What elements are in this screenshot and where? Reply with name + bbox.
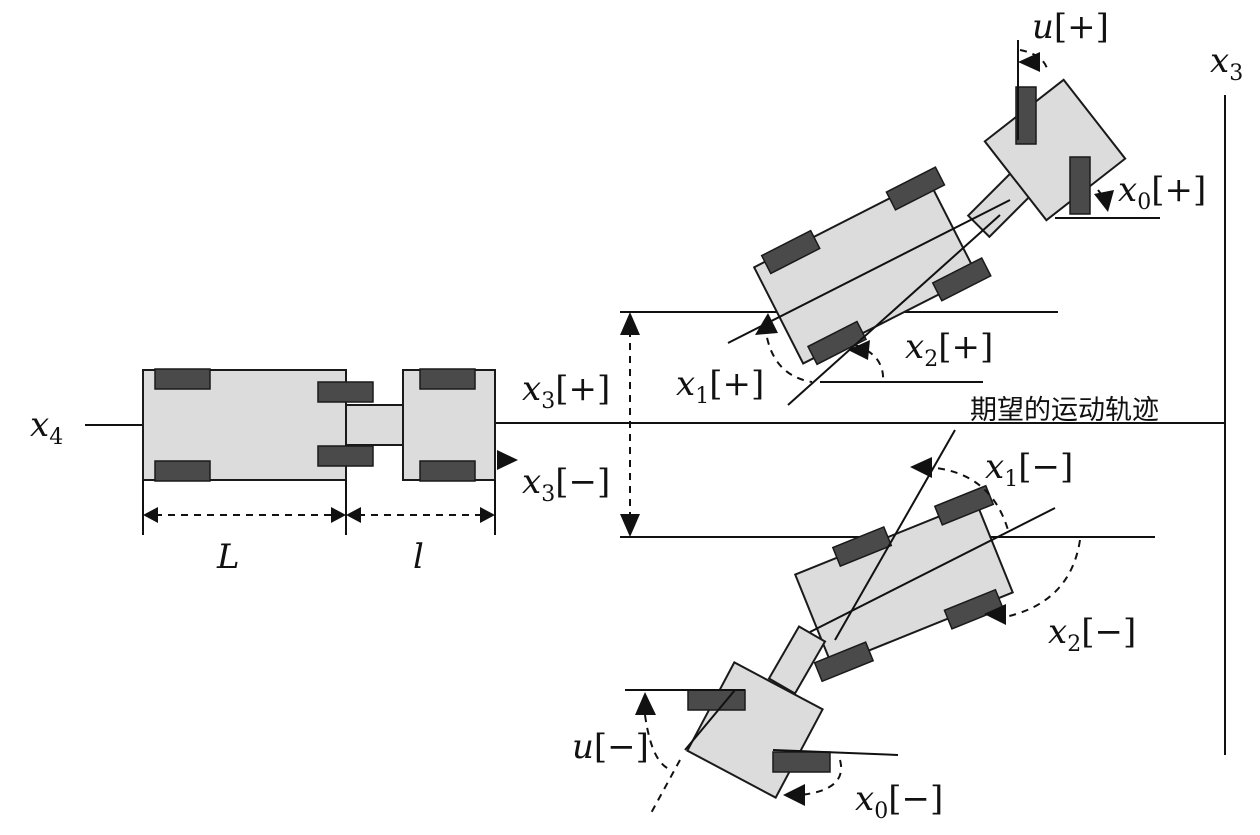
- vehicle-positive: [727, 40, 1160, 406]
- wheel: [806, 320, 868, 366]
- label-x0-plus: x0[+]: [1118, 170, 1207, 215]
- label-x1-plus: x1[+]: [676, 364, 765, 409]
- wheel: [317, 445, 374, 467]
- wheel: [943, 588, 1004, 630]
- wheel: [154, 368, 211, 390]
- label-x2-minus: x2[−]: [1048, 612, 1137, 657]
- articulation-joint: [345, 404, 405, 446]
- wheel: [317, 381, 374, 403]
- wheel: [687, 689, 746, 711]
- wheel: [931, 256, 992, 302]
- label-x1-minus: x1[−]: [985, 447, 1074, 492]
- wheel: [419, 368, 476, 390]
- label-u-plus: u[+]: [1032, 7, 1109, 47]
- wheel: [1069, 156, 1091, 215]
- direction-arrow: [497, 450, 518, 470]
- wheel: [772, 751, 831, 773]
- dimension-lines: [142, 480, 496, 535]
- label-x3-axis: x3: [1210, 41, 1244, 86]
- wheel: [831, 525, 893, 568]
- wheel: [885, 166, 946, 211]
- label-x4: x4: [30, 405, 64, 450]
- label-u-minus: u[−]: [572, 727, 649, 767]
- vehicle-negative: [625, 429, 1081, 816]
- label-L: L: [217, 537, 240, 577]
- wheel: [760, 229, 821, 275]
- wheel: [154, 460, 211, 482]
- wheel: [933, 484, 995, 526]
- label-l: l: [413, 537, 424, 577]
- label-x3-minus: x3[−]: [522, 462, 611, 507]
- vehicle-straight: [142, 368, 518, 482]
- label-x3-plus: x3[+]: [522, 369, 611, 414]
- label-x2-plus: x2[+]: [905, 327, 994, 372]
- label-desired-path: 期望的运动轨迹: [970, 395, 1159, 426]
- wheel: [1015, 86, 1037, 145]
- wheel: [419, 460, 476, 482]
- wheel: [813, 641, 875, 683]
- label-x0-minus: x0[−]: [855, 779, 944, 824]
